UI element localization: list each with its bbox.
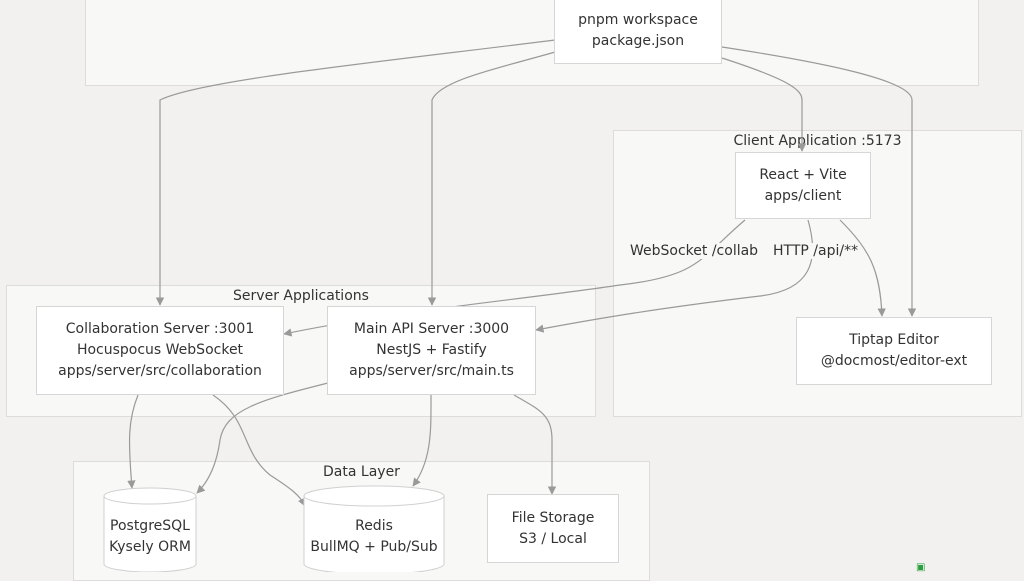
file-storage-node: File Storage S3 / Local [487, 494, 619, 563]
workspace-line2: package.json [591, 33, 685, 49]
redis-line1: Redis [355, 518, 393, 534]
redis-node: Redis BullMQ + Pub/Sub [304, 506, 444, 568]
edge-workspace-collab [155, 39, 556, 306]
edge-label-websocket: WebSocket /collab [628, 243, 761, 259]
server-cluster-label: Server Applications [233, 288, 369, 304]
data-cluster-label: Data Layer [323, 464, 400, 480]
redis-cylinder [303, 496, 445, 572]
tiptap-editor-node: Tiptap Editor @docmost/editor-ext [796, 317, 992, 385]
collab-line2: Hocuspocus WebSocket [76, 342, 244, 358]
api-line1: Main API Server :3000 [353, 321, 510, 337]
edge-api-redis [412, 394, 432, 487]
workspace-line1: pnpm workspace [578, 12, 698, 28]
postgres-cylinder-top [103, 487, 197, 505]
client-cluster-label: Client Application :5173 [733, 133, 902, 149]
api-line2: NestJS + Fastify [376, 342, 487, 358]
react-line2: apps/client [764, 187, 842, 204]
postgresql-node: PostgreSQL Kysely ORM [104, 506, 196, 568]
edge-react-tiptap [839, 219, 886, 317]
tiptap-line1: Tiptap Editor [849, 332, 939, 348]
api-line3: apps/server/src/main.ts [349, 363, 514, 379]
edge-collab-redis [212, 394, 306, 507]
redis-cylinder-top [303, 485, 445, 507]
edge-collab-postgres [127, 394, 139, 489]
postgres-line1: PostgreSQL [110, 518, 190, 534]
postgres-cylinder [103, 496, 197, 572]
react-vite-node: React + Vite apps/client [735, 152, 871, 219]
edge-api-storage [513, 394, 557, 495]
edge-workspace-tiptap [721, 46, 917, 317]
redis-line2: BullMQ + Pub/Sub [310, 539, 438, 555]
edge-workspace-react [721, 57, 807, 152]
main-api-server-node: Main API Server :3000 NestJS + Fastify a… [327, 306, 536, 395]
edge-label-http: HTTP /api/** [771, 243, 861, 259]
pnpm-workspace-node: pnpm workspace package.json [554, 0, 722, 64]
edge-workspace-api [427, 51, 556, 306]
drawio-icon[interactable]: ▣ [916, 562, 926, 573]
collab-line1: Collaboration Server :3001 [65, 321, 255, 337]
storage-line1: File Storage [511, 509, 595, 526]
edge-react-api [535, 219, 814, 333]
collaboration-server-node: Collaboration Server :3001 Hocuspocus We… [36, 306, 284, 395]
react-line1: React + Vite [759, 166, 847, 183]
storage-line2: S3 / Local [519, 530, 587, 547]
collab-line3: apps/server/src/collaboration [58, 363, 262, 379]
tiptap-line2: @docmost/editor-ext [820, 353, 968, 369]
postgres-line2: Kysely ORM [109, 539, 191, 555]
